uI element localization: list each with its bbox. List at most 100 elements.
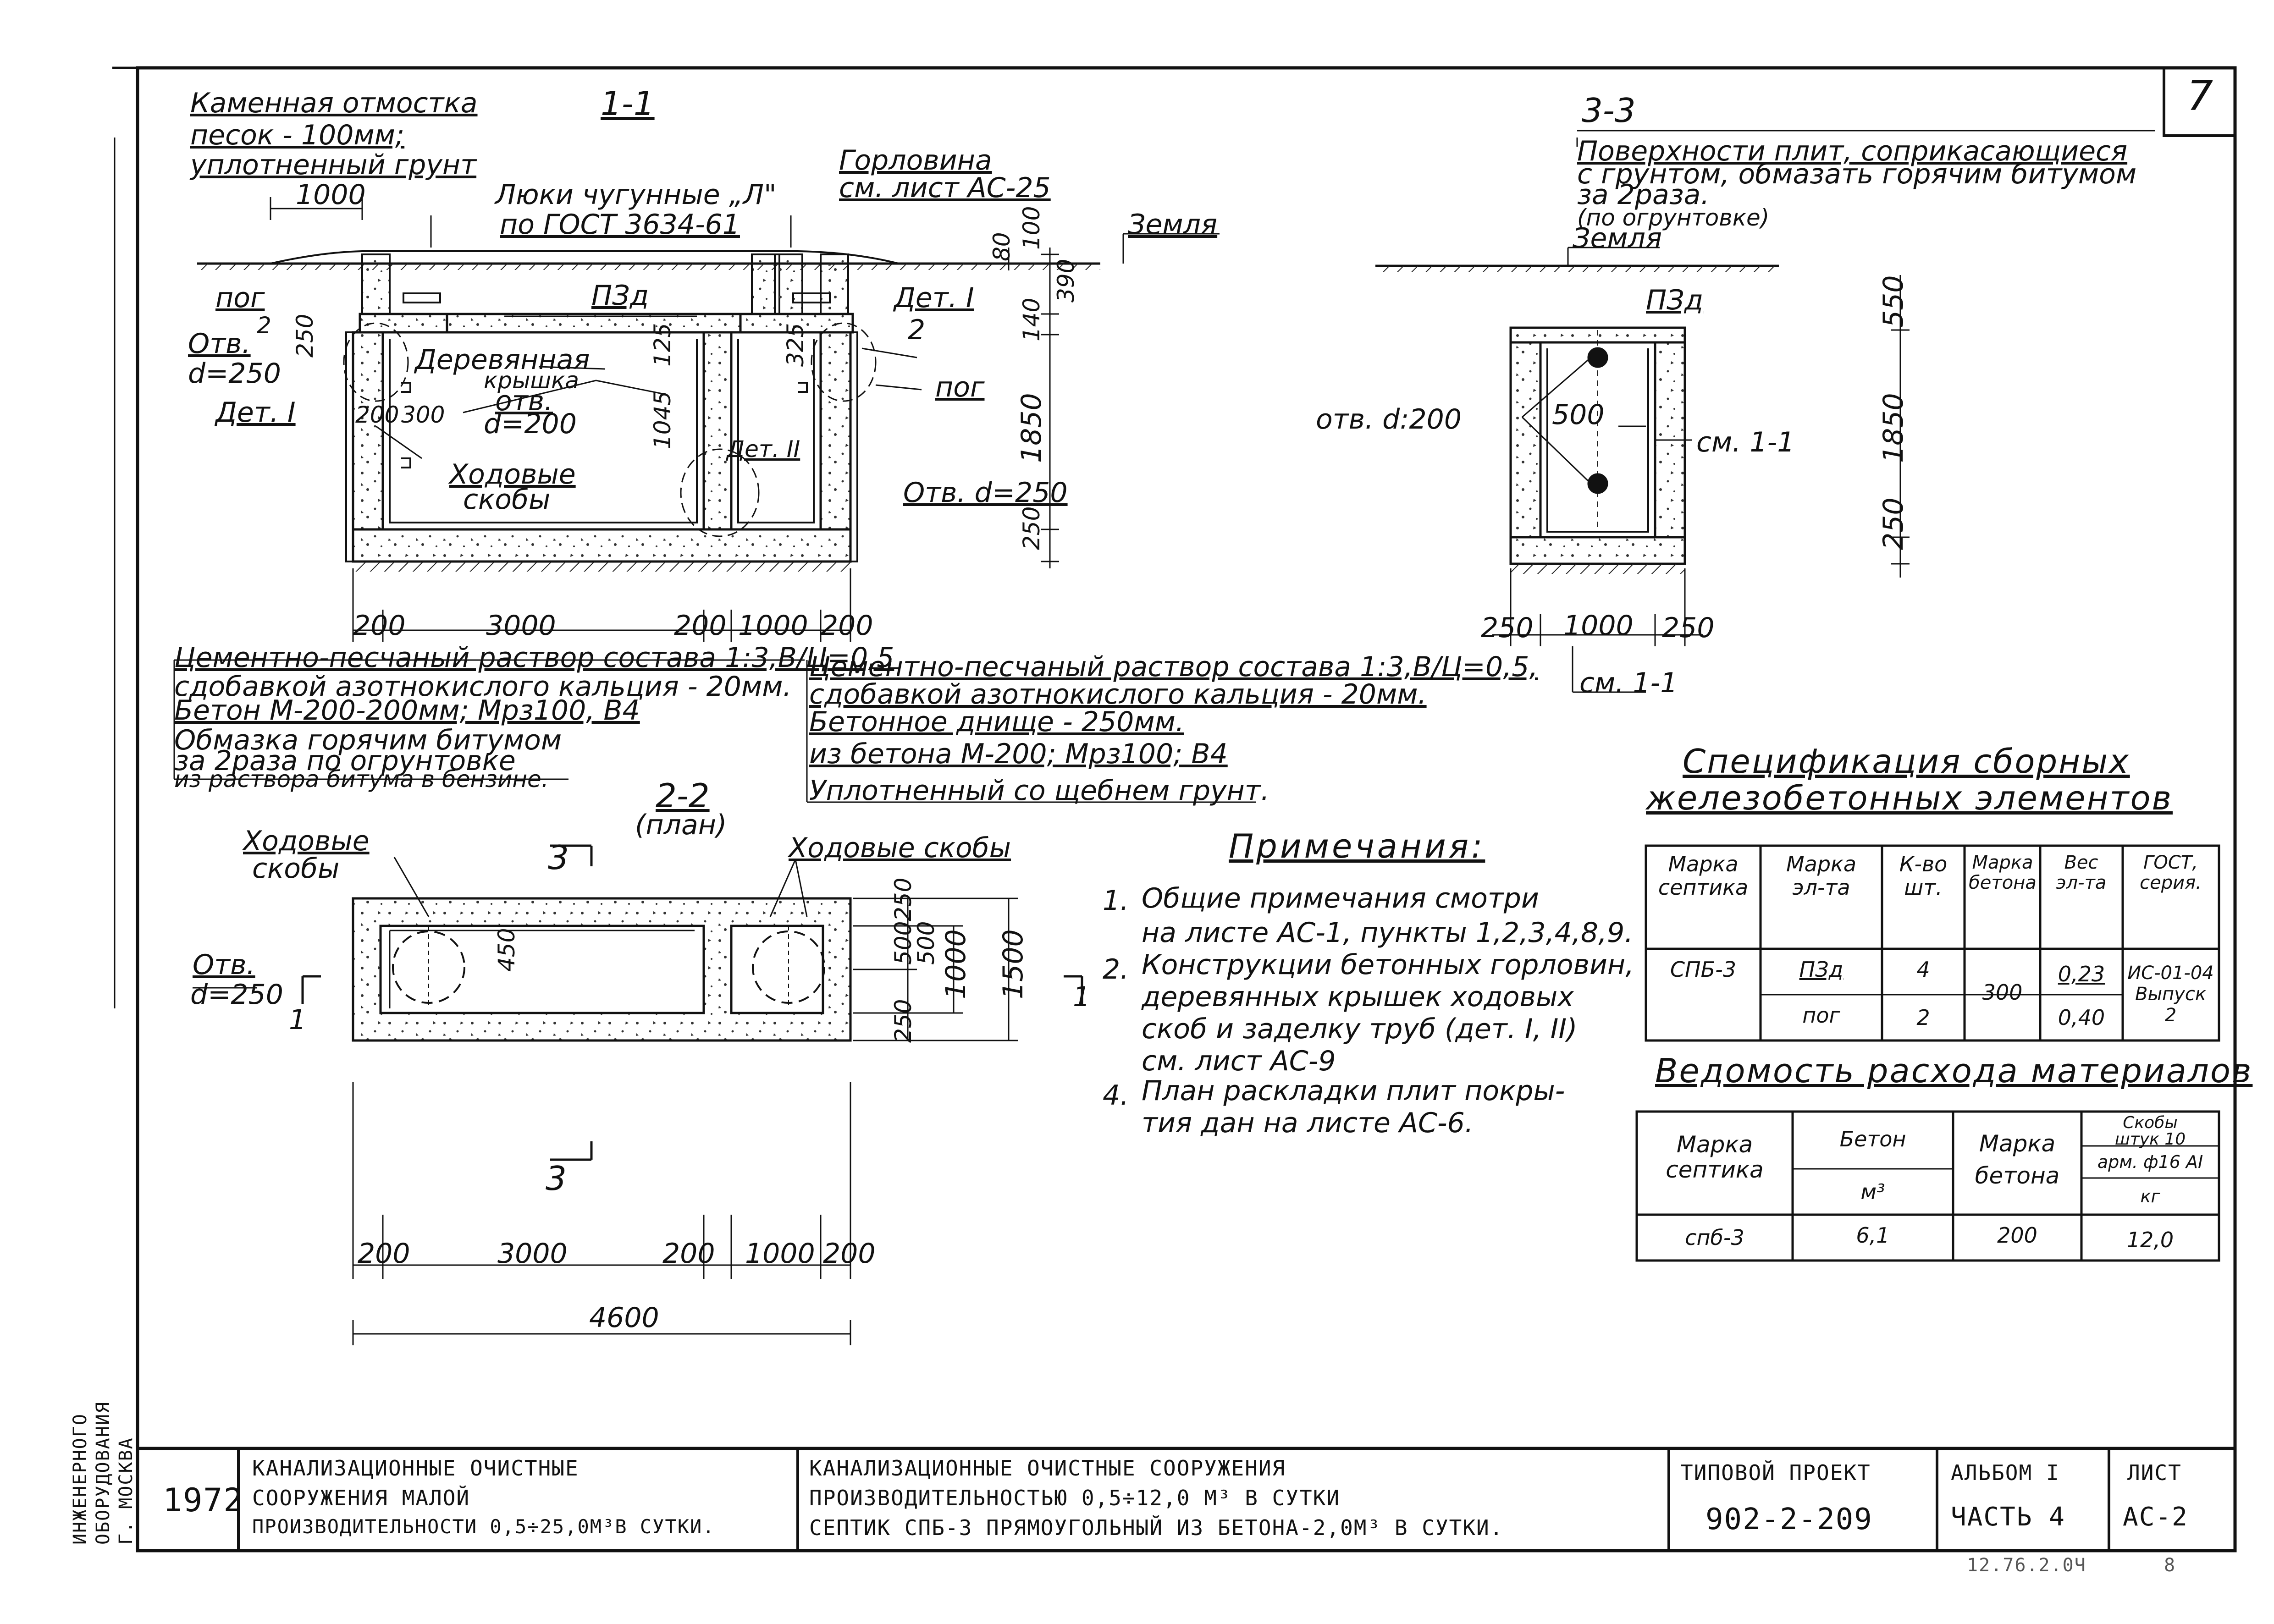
plan-subtitle: (план) — [635, 809, 727, 841]
plan-dim-bottom-4: 200 — [823, 1238, 876, 1270]
plan-dim-bottom-2: 200 — [662, 1238, 715, 1270]
section-1-1-title: 1-1 — [601, 84, 655, 123]
note-line: деревянных крышек ходовых — [1142, 981, 1574, 1013]
notes-title: Примечания: — [1229, 827, 1485, 865]
label-otv-3: отв. d:200 — [1316, 403, 1462, 435]
desc-left-line: ПРОИЗВОДИТЕЛЬНОСТИ 0,5÷25,0М³В СУТКИ. — [252, 1515, 715, 1538]
label-soil: уплотненный грунт — [190, 149, 477, 181]
dim-325: 325 — [782, 323, 809, 367]
label-cm-3-bottom: см. 1-1 — [1579, 667, 1678, 699]
label-steps-2: скобы — [463, 484, 551, 516]
desc-left-line: КАНАЛИЗАЦИОННЫЕ ОЧИСТНЫЕ — [252, 1456, 579, 1481]
label-pog-left: пог — [215, 282, 265, 314]
spec-septic: СПБ-3 — [1670, 957, 1737, 982]
dim-bottom-0: 200 — [353, 610, 406, 642]
year: 1972 — [163, 1481, 244, 1519]
album-label: АЛЬБОМ I — [1951, 1460, 2060, 1485]
dim-bottom-2: 200 — [674, 610, 727, 642]
dim-1000-plan: 1000 — [940, 929, 972, 999]
dim-250-v: 250 — [1018, 506, 1045, 550]
section-mark-1-left: 1 — [289, 1004, 307, 1036]
plan-title: 2-2 — [656, 776, 710, 815]
org-line: ОБОРУДОВАНИЯ — [93, 1401, 114, 1545]
note-left-line: сдобавкой азотнокислого кальция - 20мм. — [174, 671, 792, 703]
sheet-number: АС-2 — [2123, 1502, 2188, 1532]
label-d200: d=200 — [484, 408, 577, 440]
note-num: 1. — [1103, 885, 1129, 917]
note-left-line: Цементно-песчаный раствор состава 1:3,В/… — [174, 642, 894, 674]
note-right-line: из бетона М-200; Мрз100; В4 — [809, 738, 1228, 770]
dim-3-bottom-2: 250 — [1662, 612, 1715, 644]
label-ground-3: Земля — [1573, 222, 1662, 254]
note-left-line: Обмазка горячим битумом — [174, 724, 562, 756]
label-sand: песок - 100мм; — [190, 119, 405, 151]
dim-125: 125 — [649, 323, 676, 367]
label-det2: Дет. II — [727, 436, 800, 462]
plan-dim-bottom-1: 3000 — [497, 1238, 568, 1270]
note-right-line: Уплотненный со щебнем грунт. — [809, 775, 1269, 807]
label-d250-left: d=250 — [188, 358, 281, 390]
spec-cell: 0,23 — [2058, 962, 2105, 986]
plan-dim-bottom-0: 200 — [358, 1238, 410, 1270]
dim-450: 450 — [493, 928, 520, 972]
note-left-line: за 2раза по огрунтовке — [174, 745, 516, 777]
dim-500-3: 500 — [1552, 399, 1605, 431]
label-wood-cover: Деревянная — [415, 344, 590, 376]
desc-mid-line: СЕПТИК СПБ-3 ПРЯМОУГОЛЬНЫЙ ИЗ БЕТОНА-2,0… — [809, 1515, 1504, 1540]
label-steps-left-2: скобы — [252, 853, 340, 885]
dim-1045: 1045 — [649, 391, 676, 449]
spec-cell: 4 — [1916, 957, 1930, 982]
spec-cell: 0,40 — [2058, 1005, 2105, 1030]
note-3-3-line: (по огрунтовке) — [1577, 204, 1770, 231]
spec-table-graphics — [1645, 844, 2220, 1042]
org-line: Г. МОСКВА — [116, 1437, 137, 1545]
note-3-3-line: Поверхности плит, соприкасающиеся — [1577, 135, 2128, 167]
dim-bottom-3: 1000 — [738, 610, 808, 642]
dim-4600: 4600 — [589, 1302, 659, 1334]
note-line: скоб и заделку труб (дет. I, II) — [1142, 1013, 1578, 1045]
spec-cell: ПЗд — [1799, 957, 1843, 982]
note-line: Конструкции бетонных горловин, — [1142, 949, 1634, 981]
label-det1-right: Дет. I — [894, 282, 974, 314]
note-num: 4. — [1103, 1079, 1129, 1112]
note-line: на листе АС-1, пункты 1,2,3,4,8,9. — [1142, 917, 1634, 949]
note-3-3-line: за 2раза. — [1577, 179, 1710, 211]
materials-cell: 6,1 — [1856, 1223, 1890, 1248]
dim-1850-3: 1850 — [1877, 393, 1910, 463]
label-neck: Горловина — [839, 144, 992, 176]
dim-250-3: 250 — [1877, 497, 1910, 550]
spec-title-1: Спецификация сборных — [1683, 742, 2130, 781]
mark-2-right: 2 — [908, 314, 926, 346]
materials-title: Ведомость расхода материалов — [1655, 1051, 2253, 1090]
label-cm-3: см. 1-1 — [1696, 426, 1795, 458]
label-wood-cover-2: крышка — [484, 367, 580, 394]
label-pz-3: ПЗд — [1646, 284, 1704, 316]
dim-100: 100 — [1018, 206, 1045, 250]
label-neck-ref: см. лист АС-25 — [839, 172, 1051, 204]
note-line: План раскладки плит покры- — [1142, 1075, 1565, 1107]
label-steps: Ходовые — [449, 458, 576, 490]
spec-title-2: железобетонных элементов — [1646, 779, 2173, 817]
label-otv-mid: отв. — [495, 385, 553, 417]
note-3-3-line: с грунтом, обмазать горячим битумом — [1577, 158, 2137, 190]
dim-bottom-1: 3000 — [486, 610, 556, 642]
label-hatch-gost: по ГОСТ 3634-61 — [500, 209, 740, 241]
note-left-line: из раствора битума в бензине. — [174, 766, 549, 793]
note-left-line: Бетон М-200-200мм; Мрз100, В4 — [174, 694, 640, 727]
dim-right-250b: 250 — [890, 999, 916, 1043]
materials-cell: 12,0 — [2126, 1228, 2174, 1252]
section-3-3-title: 3-3 — [1582, 91, 1636, 130]
label-hatches: Люки чугунные „Л" — [495, 179, 777, 211]
mark-2-left: 2 — [257, 312, 271, 339]
sheet-corner-number: 7 — [2187, 72, 2213, 120]
label-pog-right: пог — [935, 371, 985, 403]
label-det1-left: Дет. I — [215, 396, 296, 429]
dim-bottom-4: 200 — [821, 610, 873, 642]
section-3-3-graphics — [1375, 130, 2155, 693]
